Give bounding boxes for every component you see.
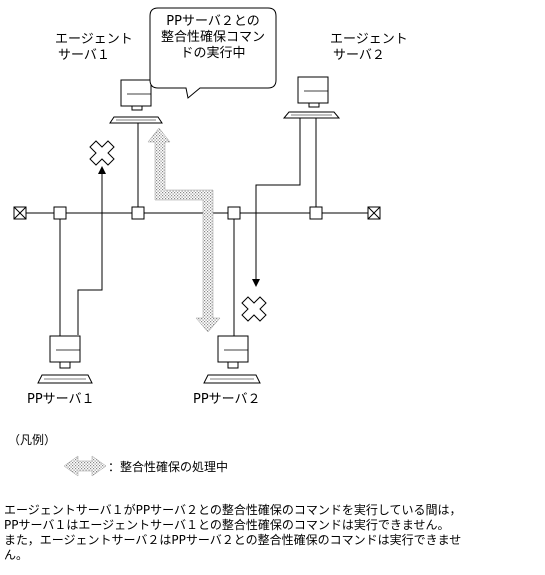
label-line: サーバ１ (58, 48, 110, 63)
agent-server-2-label: エージェント サーバ２ (330, 32, 408, 64)
description-line: エージェントサーバ１がPPサーバ２との整合性確保のコマンドを実行している間は， (4, 503, 462, 517)
callout-line: 整合性確保コマン (160, 30, 265, 45)
legend-process-icon (63, 455, 107, 477)
agent-server-1-icon (109, 79, 163, 124)
terminator-right (367, 206, 381, 220)
label-line: サーバ２ (333, 48, 385, 63)
pp-server-1-label: PPサーバ１ (27, 392, 95, 407)
description-line: PPサーバ１はエージェントサーバ１との整合性確保のコマンドは実行できません。 (4, 518, 450, 532)
terminator-left (13, 206, 27, 220)
transceiver-agent1 (131, 206, 145, 220)
legend-title: （凡例） (8, 433, 57, 447)
description: エージェントサーバ１がPPサーバ２との整合性確保のコマンドを実行している間は， … (4, 503, 544, 563)
blocked-path-agent2 (255, 118, 301, 281)
blocked-x-icon (241, 296, 267, 322)
arrowhead-down-icon (252, 279, 260, 287)
legend-label: ：整合性確保の処理中 (108, 460, 229, 474)
blocked-path-pp1 (77, 172, 103, 335)
transceiver-agent2 (309, 206, 323, 220)
description-line: ん。 (4, 548, 29, 562)
callout-line: ドの実行中 (180, 46, 246, 61)
transceiver-pp1 (53, 206, 67, 220)
agent-server-1-label: エージェント サーバ１ (55, 32, 133, 64)
pp-server-2-icon (203, 335, 261, 384)
agent-server-2-icon (282, 76, 341, 119)
callout-line: PPサーバ２との (166, 14, 260, 29)
label-line: エージェント (330, 32, 408, 47)
blocked-x-icon (89, 140, 115, 166)
label-line: エージェント (55, 32, 133, 47)
pp-server-1-icon (37, 335, 93, 384)
callout-text: PPサーバ２との 整合性確保コマン ドの実行中 (150, 14, 276, 62)
arrowhead-up-icon (98, 166, 106, 174)
status-callout (149, 7, 277, 99)
transceiver-pp2 (227, 206, 241, 220)
pp-server-2-label: PPサーバ２ (193, 392, 261, 407)
consistency-process-arrow (147, 127, 221, 333)
description-line: また，エージェントサーバ２はPPサーバ２との整合性確保のコマンドは実行できませ (4, 533, 462, 547)
